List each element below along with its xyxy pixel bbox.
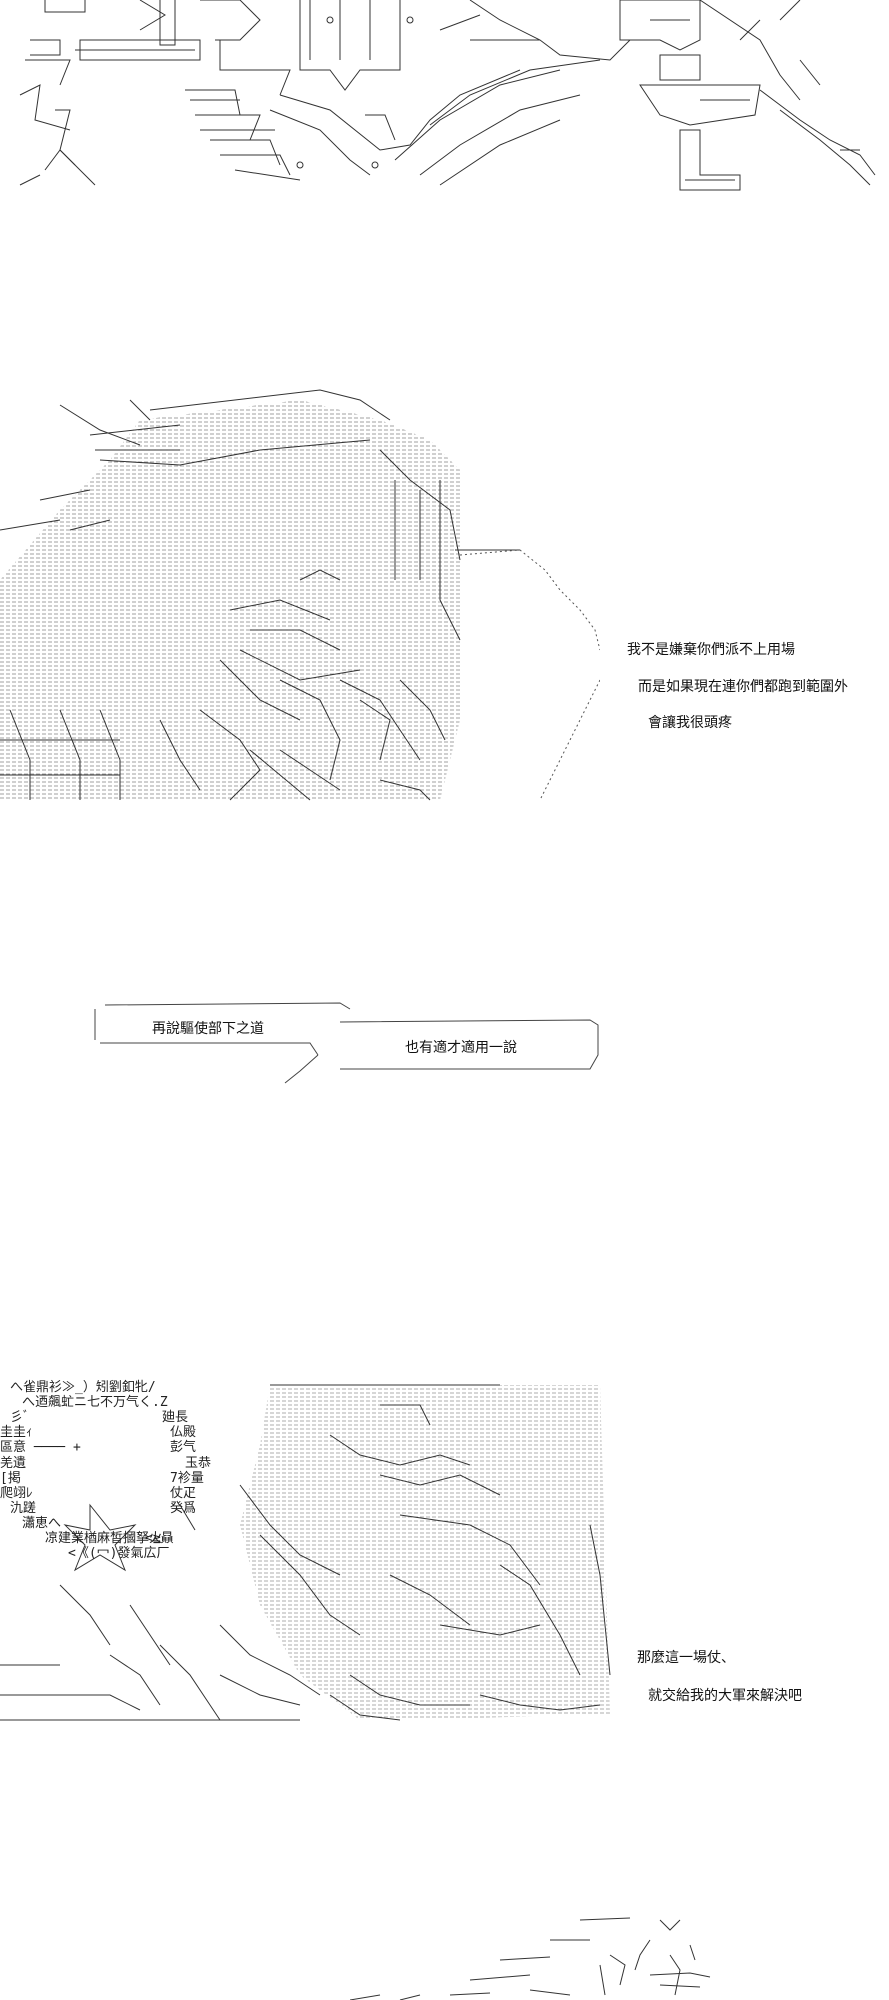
panel-2-dialog-line-3: 會讓我很頭疼 [648, 715, 732, 731]
army-banner-line-6: 羌遺 [0, 1456, 27, 1471]
panel-3-bubble-frame [80, 995, 610, 1095]
panel-3-bubble-left-text: 再說驅使部下之道 [152, 1021, 264, 1037]
army-banner-right-6: 仗疋 [170, 1486, 197, 1501]
panel-2-ascii-art [0, 380, 600, 820]
panel-4-dialog-line-1: 那麼這一場仗、 [637, 1650, 735, 1666]
panel-1-drawing [19, 0, 876, 191]
army-banner-line-2: へ迺飆虻ニ七不万气く.Z [22, 1395, 168, 1410]
army-banner-line-1: へ雀鼎衫≫_）矧劉釦牝/ [10, 1380, 156, 1395]
panel-1-ascii-art [0, 0, 889, 200]
army-banner-right-5: 7袗量 [170, 1471, 204, 1486]
panel-3-bubble-right-text: 也有適才適用一說 [405, 1040, 517, 1056]
army-banner-line-11: 凉建業楢麻皙摑拏火 [45, 1531, 163, 1546]
army-banner-line-7: [掲 [0, 1471, 21, 1486]
panel-2-drawing [0, 389, 600, 801]
panel-2-dialog-line-1: 我不是嫌棄你們派不上用場 [627, 642, 795, 658]
panel-4-drawing [0, 1384, 611, 1721]
army-banner-right-4: 玉恭 [185, 1456, 212, 1471]
panel-3-bubble-drawing [94, 1002, 599, 1084]
panel-4-army-art [0, 1375, 620, 1730]
panel-5-drawing [350, 1917, 711, 2000]
army-banner-right-1: 廸長 [162, 1410, 189, 1425]
army-banner-right-3: 彭气 [170, 1440, 197, 1455]
army-banner-line-8: 爬翊ﾚ [0, 1486, 33, 1501]
army-banner-line-9: 氿蹉 [10, 1501, 37, 1516]
army-banner-line-5: 區意 ──── + [0, 1440, 81, 1455]
panel-5-ascii-art [350, 1915, 750, 2000]
army-banner-line-12: <《(冖)發氣広厂 [68, 1546, 170, 1561]
army-banner-line-10: 瀟恵へ [22, 1516, 62, 1531]
army-banner-line-4: 圭圭ｨ [0, 1425, 33, 1440]
army-banner-right-7: 癸爲 [170, 1501, 197, 1516]
army-banner-right-2: 仏殿 [170, 1425, 197, 1440]
panel-4-dialog-line-2: 就交給我的大軍來解決吧 [648, 1688, 802, 1704]
army-banner-line-3: 彡ﾞ [10, 1410, 30, 1425]
panel-2-dialog-line-2: 而是如果現在連你們都跑到範圍外 [638, 679, 848, 695]
army-banner-right-8: <≧贔 [145, 1531, 174, 1546]
